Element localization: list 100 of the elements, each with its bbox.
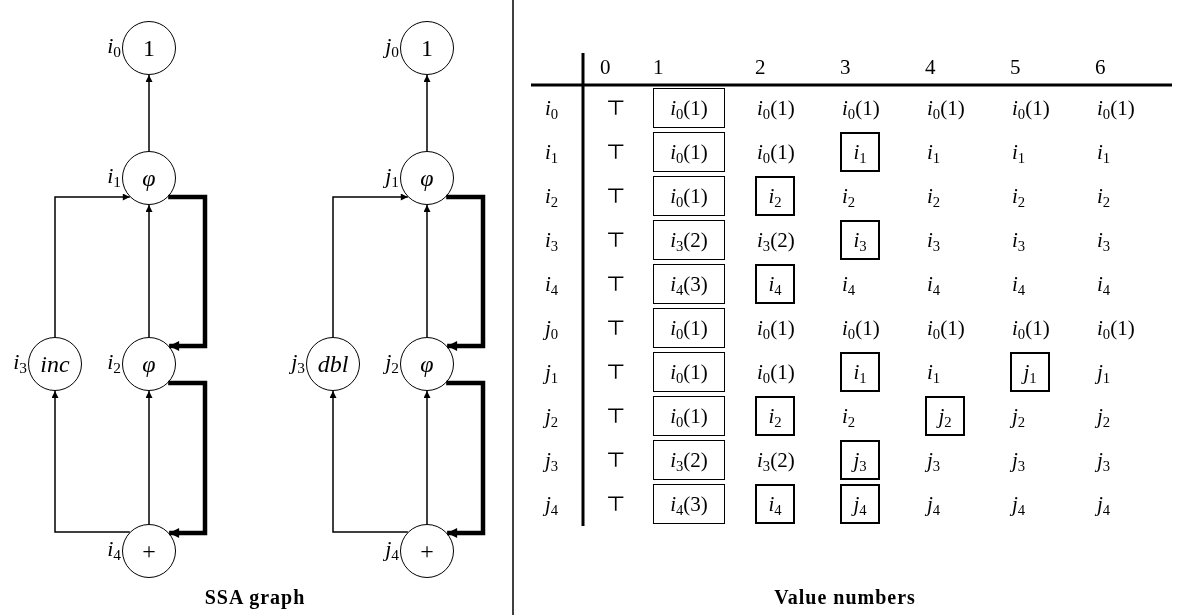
boxed-cell [840, 484, 880, 524]
row-header: i$_{2}$ [545, 182, 559, 212]
node-symbol: φ [420, 166, 434, 190]
arrow [446, 194, 486, 351]
node-name: i$_{0}$ [107, 35, 121, 57]
arrow [54, 193, 131, 338]
arrow [446, 380, 486, 538]
table-cell-text: i$_{0}$(1) [1011, 94, 1050, 124]
row-header: i$_{3}$ [545, 226, 559, 256]
cell-value: j$_{2}$ [938, 403, 952, 429]
table-cell-text: i$_{1}$ [926, 138, 941, 168]
table-cell-text: i$_{2}$ [926, 182, 941, 212]
column-header: 0 [600, 53, 611, 81]
table-cell-text: ⊤ [605, 270, 626, 298]
caption: SSA graph [204, 586, 306, 609]
cell-value: i$_{3}$ [853, 227, 867, 253]
cell-value: j$_{4}$ [853, 491, 867, 517]
boxed-cell [755, 264, 795, 304]
table-cell-text: j$_{4}$ [1010, 490, 1026, 520]
arrow [168, 380, 208, 538]
node-name: j$_{3}$ [291, 351, 305, 373]
boxed-cell [653, 88, 725, 128]
node-symbol: 1 [143, 36, 155, 60]
table-cell-text: j$_{3}$ [925, 446, 941, 476]
node-symbol: φ [142, 352, 156, 376]
boxed-cell [653, 308, 725, 348]
table-cell-text: i$_{0}$(1) [756, 138, 795, 168]
boxed-cell [840, 132, 880, 172]
row-header: j$_{2}$ [545, 402, 559, 432]
table-cell-text: i$_{1}$ [1096, 138, 1111, 168]
node-name: i$_{1}$ [107, 165, 121, 187]
boxed-cell [840, 220, 880, 260]
row-header: i$_{4}$ [545, 270, 559, 300]
table-cell-text: j$_{3}$ [1095, 446, 1111, 476]
table-cell-text: j$_{2}$ [1010, 402, 1026, 432]
cell-value: i$_{1}$ [853, 359, 867, 385]
node-symbol: + [142, 539, 156, 563]
cell-value: i$_{4}$ [768, 271, 782, 297]
cell-value: i$_{1}$ [853, 139, 867, 165]
arrow [423, 74, 431, 152]
table-cell-text: i$_{4}$ [1011, 270, 1026, 300]
table-cell-text: i$_{3}$ [1011, 226, 1026, 256]
table-cell-text: i$_{3}$ [926, 226, 941, 256]
boxed-cell [653, 484, 725, 524]
table-cell-text: j$_{1}$ [1095, 358, 1111, 388]
table-cell-text: i$_{0}$(1) [1096, 314, 1135, 344]
node-symbol: inc [40, 352, 70, 376]
arrow [145, 204, 153, 338]
cell-value: i$_{0}$(1) [670, 139, 708, 165]
row-header: j$_{4}$ [545, 490, 559, 520]
table-cell-text: i$_{0}$(1) [756, 314, 795, 344]
table-cell-text: i$_{3}$(2) [756, 446, 795, 476]
column-header: 3 [840, 53, 851, 81]
table-cell-text: ⊤ [605, 182, 626, 210]
column-header: 4 [925, 53, 936, 81]
cell-value: i$_{4}$(3) [670, 491, 708, 517]
node-name: j$_{2}$ [385, 351, 399, 373]
table-cell-text: i$_{2}$ [841, 182, 856, 212]
cell-value: i$_{0}$(1) [670, 403, 708, 429]
boxed-cell [755, 396, 795, 436]
table-cell-text: ⊤ [605, 226, 626, 254]
cell-value: j$_{1}$ [1023, 359, 1037, 385]
node-name: i$_{4}$ [107, 538, 121, 560]
arrow [145, 390, 153, 525]
boxed-cell [653, 440, 725, 480]
table-cell-text: i$_{3}$(2) [756, 226, 795, 256]
table-cell-text: i$_{3}$ [1096, 226, 1111, 256]
arrow [332, 193, 409, 338]
arrow [423, 204, 431, 338]
node-symbol: + [420, 539, 434, 563]
boxed-cell [1010, 352, 1050, 392]
table-cell-text: ⊤ [605, 446, 626, 474]
table-cell-text: i$_{4}$ [1096, 270, 1111, 300]
arrow [168, 194, 208, 351]
table-cell-text: i$_{2}$ [1011, 182, 1026, 212]
cell-value: i$_{0}$(1) [670, 183, 708, 209]
boxed-cell [653, 132, 725, 172]
boxed-cell [653, 396, 725, 436]
table-cell-text: ⊤ [605, 314, 626, 342]
boxed-cell [840, 440, 880, 480]
node-name: i$_{2}$ [107, 351, 121, 373]
table-cell-text: i$_{0}$(1) [1011, 314, 1050, 344]
arrow [423, 390, 431, 525]
arrow [51, 390, 131, 533]
table-cell-text: ⊤ [605, 402, 626, 430]
row-header: j$_{0}$ [545, 314, 559, 344]
cell-value: i$_{3}$(2) [670, 227, 708, 253]
table-cell-text: i$_{0}$(1) [1096, 94, 1135, 124]
row-header: i$_{0}$ [545, 94, 559, 124]
cell-value: i$_{3}$(2) [670, 447, 708, 473]
node-name: j$_{1}$ [385, 165, 399, 187]
table-cell-text: i$_{1}$ [1011, 138, 1026, 168]
table-cell-text: i$_{2}$ [1096, 182, 1111, 212]
cell-value: i$_{0}$(1) [670, 315, 708, 341]
row-header: j$_{3}$ [545, 446, 559, 476]
row-header: i$_{1}$ [545, 138, 559, 168]
table-cell-text: ⊤ [605, 94, 626, 122]
table-cell-text: ⊤ [605, 138, 626, 166]
column-header: 5 [1010, 53, 1021, 81]
cell-value: i$_{4}$ [768, 491, 782, 517]
